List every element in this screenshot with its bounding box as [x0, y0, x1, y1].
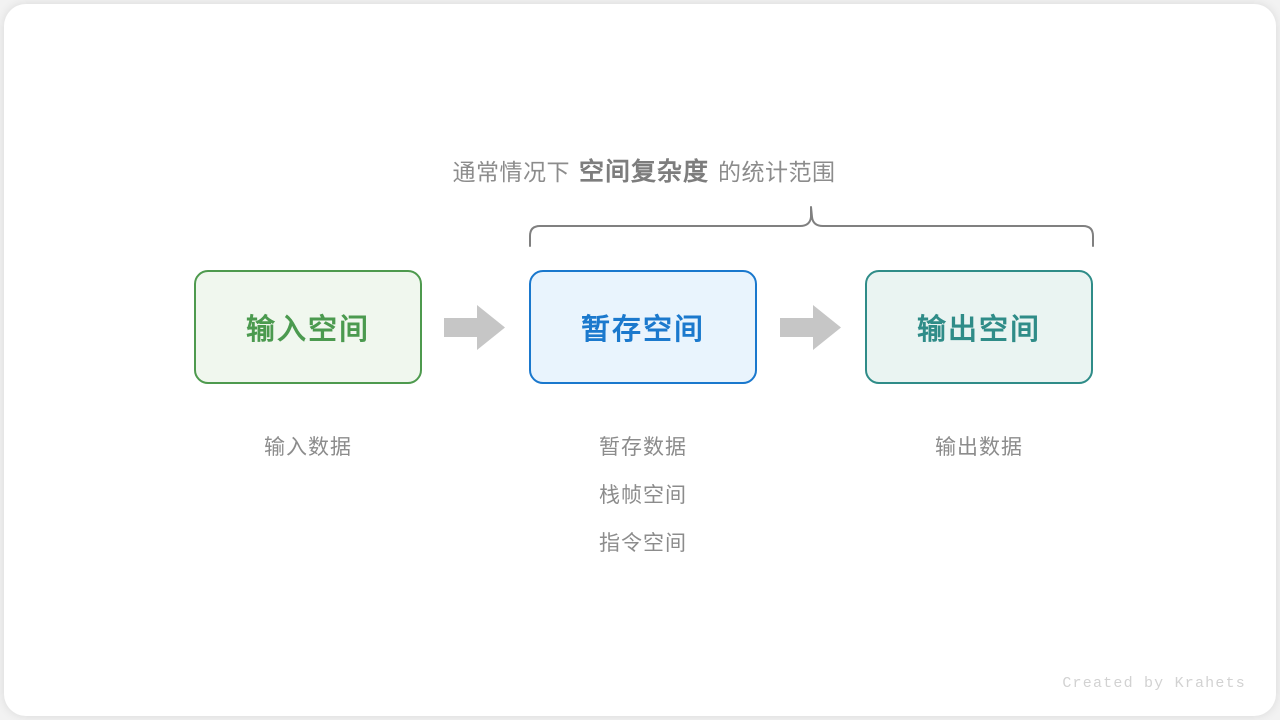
box-output-space-label: 输出空间 — [916, 314, 1041, 346]
scope-caption: 通常情况下空间复杂度的统计范围 — [4, 152, 1276, 188]
caption-prefix: 通常情况下 — [452, 159, 570, 185]
arrow-right-icon — [780, 304, 842, 351]
sublabel-item: 输入数据 — [264, 436, 352, 459]
box-temp-space-label: 暂存空间 — [580, 314, 705, 346]
box-input-space[interactable]: 输入空间 — [194, 270, 422, 384]
sublabel-item: 栈帧空间 — [599, 484, 687, 507]
box-input-space-label: 输入空间 — [245, 314, 370, 346]
sublabel-item: 输出数据 — [935, 436, 1023, 459]
box-output-space[interactable]: 输出空间 — [865, 270, 1093, 384]
caption-emphasis: 空间复杂度 — [578, 158, 709, 186]
sublabels-output-space: 输出数据 — [865, 424, 1093, 472]
sublabels-input-space: 输入数据 — [194, 424, 422, 472]
scope-brace-icon — [519, 200, 1104, 252]
watermark: Created by Krahets — [1062, 675, 1246, 692]
sublabels-temp-space: 暂存数据 栈帧空间 指令空间 — [529, 424, 757, 568]
diagram-card: 通常情况下空间复杂度的统计范围 输入空间 暂存空间 — [4, 4, 1276, 716]
arrow-right-icon — [444, 304, 506, 351]
sublabel-item: 暂存数据 — [599, 436, 687, 459]
caption-suffix: 的统计范围 — [718, 159, 836, 185]
box-temp-space[interactable]: 暂存空间 — [529, 270, 757, 384]
sublabel-item: 指令空间 — [599, 532, 687, 555]
